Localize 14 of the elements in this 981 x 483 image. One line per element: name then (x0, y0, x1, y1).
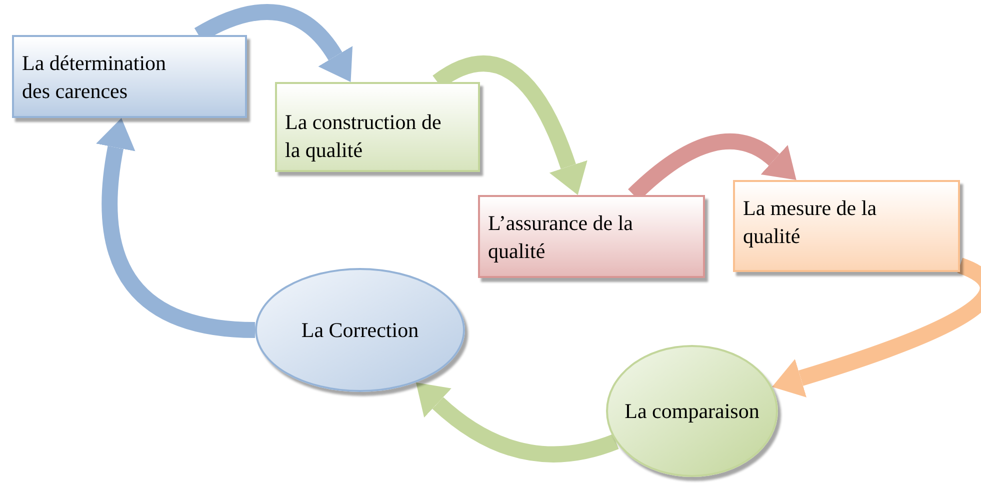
node-label: La mesure de la qualité (743, 195, 878, 250)
node-label: La Correction (301, 316, 419, 344)
process-box (12, 35, 247, 118)
node-label: L’assurance de la qualité (488, 210, 634, 266)
process-box (275, 82, 480, 172)
curved-arrow (194, 4, 352, 82)
node-label: La construction de la qualité (285, 109, 442, 164)
process-box (733, 180, 960, 272)
curved-arrow (96, 118, 256, 338)
curved-arrow (772, 258, 981, 398)
curved-arrow (415, 383, 618, 462)
process-box (478, 195, 705, 278)
node-label: La comparaison (624, 398, 760, 425)
node-label: La détermination des carences (22, 50, 168, 106)
